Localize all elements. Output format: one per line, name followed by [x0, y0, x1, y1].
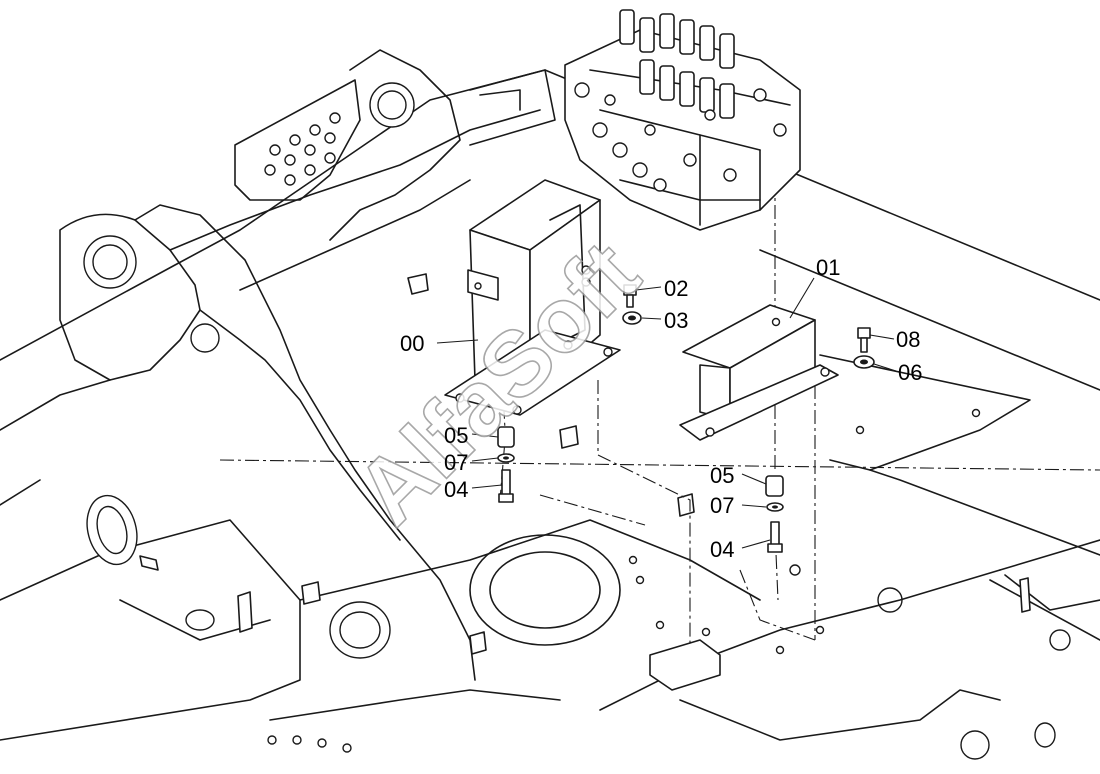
part-00-valve-bracket [444, 179, 621, 416]
part-04-bolt-right [767, 521, 783, 553]
leader-lines [436, 277, 897, 549]
callout-05-right: 05 [710, 463, 734, 488]
part-05-bushing-right [765, 475, 784, 497]
part-08-bolt [857, 327, 871, 353]
callout-00: 00 [400, 331, 424, 356]
part-06-washer [853, 355, 875, 369]
callout-labels: 00 01 02 03 04 04 05 05 06 07 07 08 [400, 255, 922, 562]
part-04-bolt-left [498, 469, 514, 503]
upper-frame-structure [0, 49, 1100, 760]
part-07-washer-left [497, 453, 515, 463]
part-01-valve-mount [679, 304, 839, 441]
callout-06: 06 [898, 360, 922, 385]
callout-05-left: 05 [444, 423, 468, 448]
callout-01: 01 [816, 255, 840, 280]
part-07-washer-right [766, 502, 784, 512]
callout-04-right: 04 [710, 537, 734, 562]
callout-02: 02 [664, 276, 688, 301]
callout-08: 08 [896, 327, 920, 352]
callout-07-left: 07 [444, 450, 468, 475]
part-03-washer [622, 311, 642, 325]
valve-spool-caps [619, 9, 735, 119]
callout-03: 03 [664, 308, 688, 333]
control-valve-assembly [564, 9, 801, 231]
callout-04-left: 04 [444, 477, 468, 502]
callout-07-right: 07 [710, 493, 734, 518]
assembly-center-lines [219, 180, 1100, 645]
step-plate-holes [264, 112, 341, 186]
valve-ports [574, 82, 787, 192]
